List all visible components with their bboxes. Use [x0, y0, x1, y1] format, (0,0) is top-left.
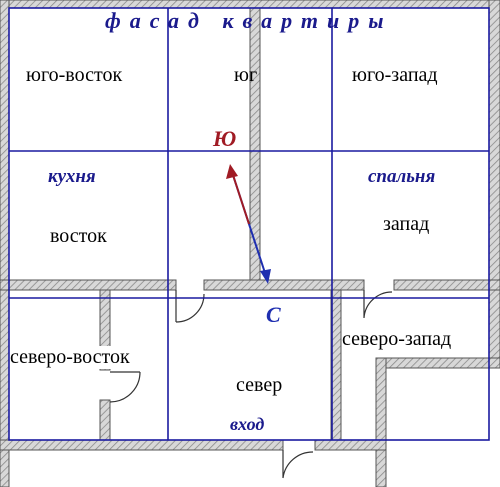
room-entrance: вход	[230, 414, 265, 434]
compass-north-marker: С	[266, 302, 281, 327]
compass-south-marker: Ю	[213, 126, 237, 151]
zone-east: восток	[50, 225, 107, 247]
bagua-grid	[8, 7, 490, 441]
door-bathroom	[109, 371, 141, 403]
zone-south: юг	[234, 64, 258, 86]
compass-arrow	[226, 164, 271, 284]
room-bedroom: спальня	[368, 166, 436, 187]
zone-west: запад	[383, 213, 430, 235]
zone-north-east: северо-восток	[10, 346, 130, 369]
door-entrance	[282, 450, 314, 479]
zone-north-west: северо-запад	[342, 328, 452, 351]
doors	[109, 290, 393, 479]
facade-label: фасад квартиры	[105, 8, 393, 33]
zone-south-west: юго-запад	[352, 64, 438, 86]
zone-south-east: юго-восток	[26, 64, 123, 86]
zone-north: север	[236, 374, 283, 396]
room-kitchen: кухня	[48, 166, 96, 187]
door-bedroom	[363, 290, 393, 319]
door-kitchen	[175, 290, 205, 323]
